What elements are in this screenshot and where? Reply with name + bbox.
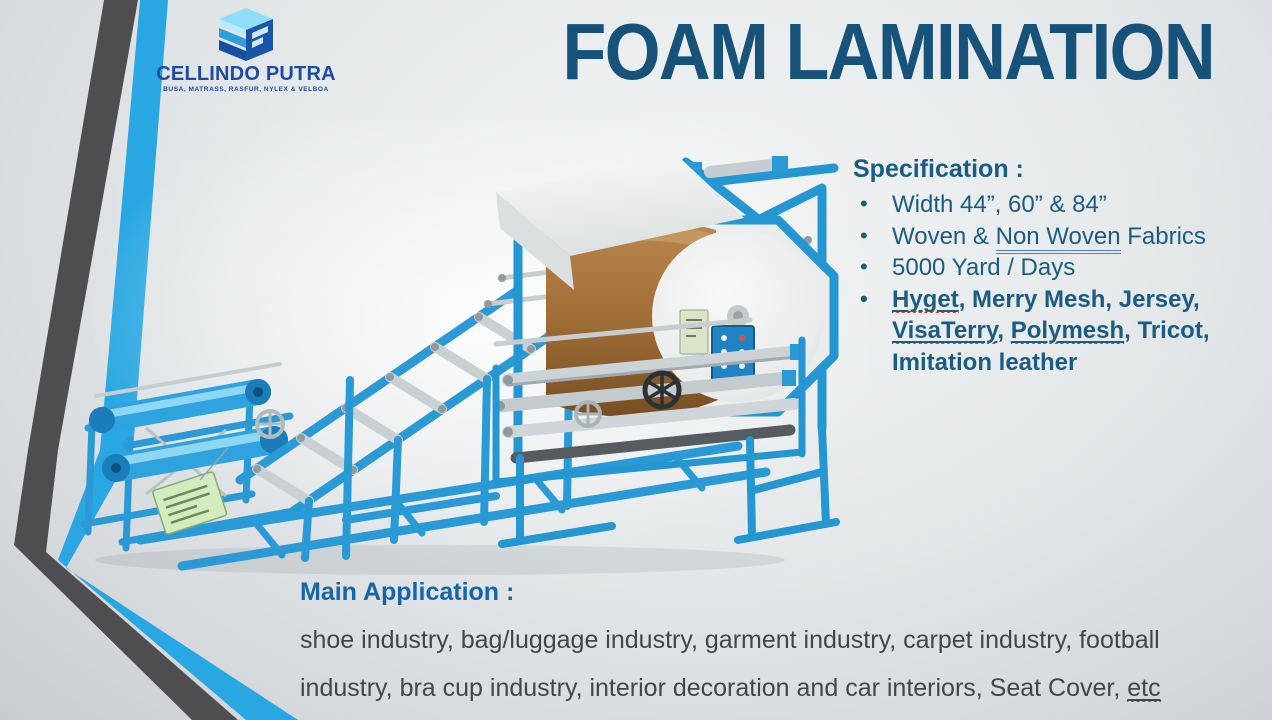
bullet-icon: • [860,254,868,279]
fabric-roller-front [102,426,288,482]
logo-cube-icon [219,8,273,61]
specification-section: Specification : • Width 44”, 60” & 84” •… [853,155,1263,378]
spec-bullet-materials: • Hyget, Merry Mesh, Jersey,VisaTerry, P… [853,284,1263,379]
machine-base-frame [135,441,771,571]
spec-bullet-width: • Width 44”, 60” & 84” [853,189,1263,221]
lamination-unit [492,156,840,548]
pneumatic-cylinder [704,158,786,178]
slide-title: FOAM LAMINATION [562,7,1215,96]
main-application-heading: Main Application : [300,578,515,606]
spec-bullet-capacity: • 5000 Yard / Days [853,252,1263,284]
bullet-icon: • [860,191,868,216]
fabric-roller-rear [89,379,271,433]
specification-list: • Width 44”, 60” & 84” • Woven & Non Wov… [853,189,1263,378]
bullet-icon: • [860,222,868,248]
specification-heading: Specification : [853,155,1024,183]
legs [498,424,840,548]
incline-conveyor [235,285,575,562]
logo-tagline: BUSA, MATRASS, RASFUR, NYLEX & VELBOA [163,86,329,93]
fabric-sheet [496,158,744,256]
spec-label-card [152,471,228,535]
dark-stripe [14,0,238,720]
company-logo: CELLINDO PUTRA BUSA, MATRASS, RASFUR, NY… [148,6,344,93]
main-application-line-1: shoe industry, bag/luggage industry, gar… [300,626,1160,654]
logo-company-name: CELLINDO PUTRA [156,63,336,85]
main-application-section: Main Application : shoe industry, bag/lu… [300,578,1250,720]
main-application-line-2: industry, bra cup industry, interior dec… [300,674,1161,702]
aux-panel [679,309,709,355]
machine-image [80,156,840,575]
bullet-icon: • [860,285,868,311]
spec-bullet-fabrics: • Woven & Non Woven Fabrics [853,221,1263,254]
unwind-stand [80,362,294,552]
